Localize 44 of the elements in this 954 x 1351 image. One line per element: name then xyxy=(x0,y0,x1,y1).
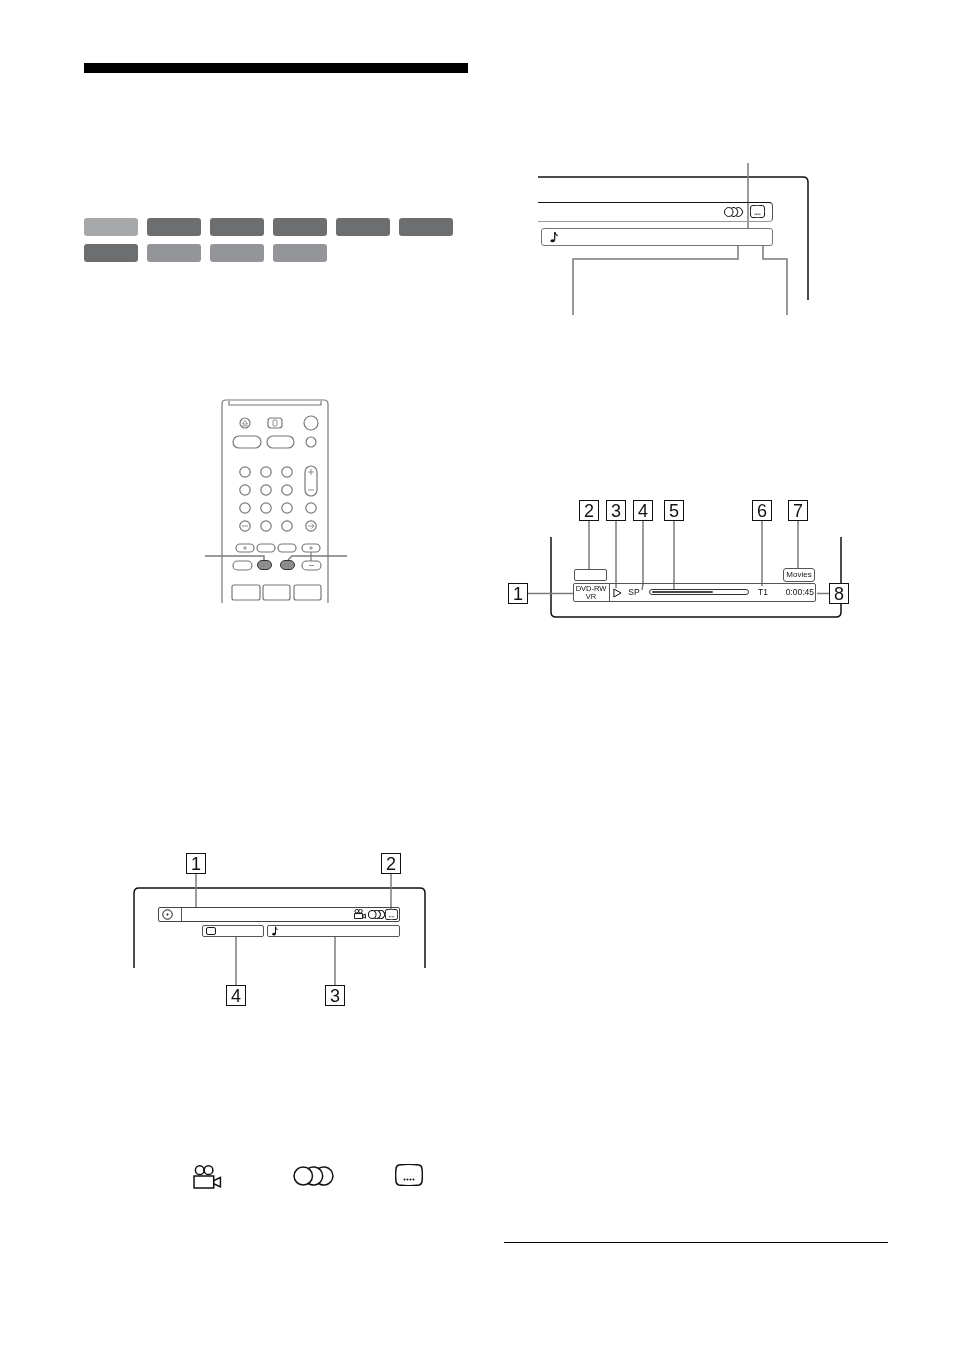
audio-box xyxy=(541,228,773,246)
leader-line xyxy=(572,245,739,316)
elapsed-time-text: 0:00:45 xyxy=(777,583,817,602)
callout-number: 8 xyxy=(829,583,849,604)
callout-number: 2 xyxy=(579,500,599,521)
callout-number: 3 xyxy=(606,500,626,521)
info-bar xyxy=(538,202,773,222)
title-number-text: T1 xyxy=(755,586,771,599)
leader-line xyxy=(747,162,749,229)
callout-number: 4 xyxy=(633,500,653,521)
callout-number: 3 xyxy=(325,985,345,1006)
callout-number: 1 xyxy=(508,583,528,604)
title-tag: Movies xyxy=(783,568,815,582)
status-bar xyxy=(573,583,816,602)
remote-button xyxy=(257,560,272,570)
leader-line xyxy=(762,245,788,316)
leader-line xyxy=(641,520,644,591)
leader-line xyxy=(527,592,574,595)
callout-number: 5 xyxy=(664,500,684,521)
audio-box xyxy=(267,925,400,937)
callout-number: 7 xyxy=(788,500,808,521)
dotted-screen-icon xyxy=(385,909,398,920)
leader-line xyxy=(390,873,392,910)
leader-line xyxy=(204,555,265,561)
leader-line xyxy=(673,520,675,590)
callout-number: 4 xyxy=(226,985,246,1006)
play-icon xyxy=(613,588,622,598)
recording-mode-text: SP xyxy=(626,586,642,599)
angle-box xyxy=(202,925,264,937)
leader-line xyxy=(588,520,590,570)
callout-number: 2 xyxy=(381,853,401,874)
leader-line xyxy=(235,936,237,986)
info-bar xyxy=(158,907,400,922)
leader-line xyxy=(195,873,197,908)
leader-line xyxy=(615,520,617,589)
empty-box xyxy=(574,569,607,581)
remote-button xyxy=(280,560,295,570)
leader-line xyxy=(334,936,336,986)
leader-line xyxy=(761,520,763,587)
callout-number: 6 xyxy=(752,500,772,521)
leader-line xyxy=(797,520,799,569)
callout-number: 1 xyxy=(186,853,206,874)
leader-line xyxy=(287,555,348,561)
progress-bar xyxy=(649,589,749,595)
